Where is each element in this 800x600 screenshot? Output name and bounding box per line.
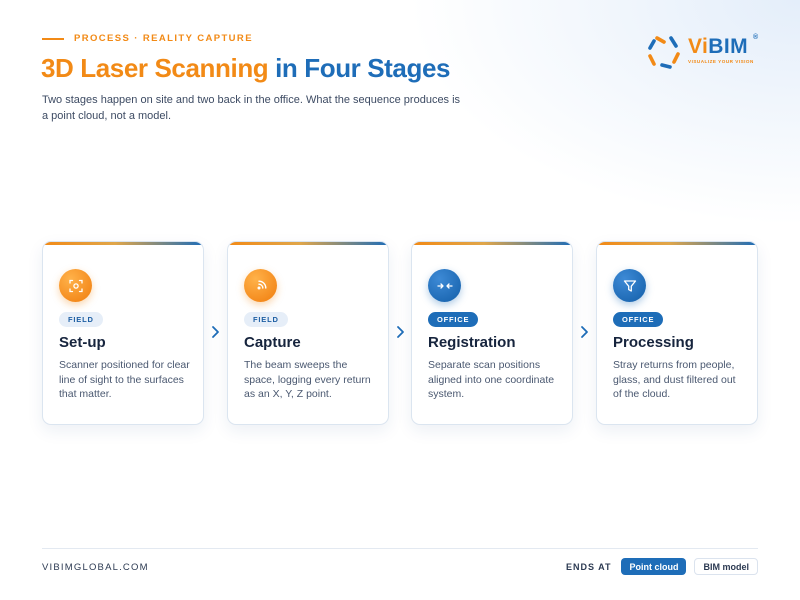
vibim-tagline: VISUALIZE YOUR VISION bbox=[688, 59, 754, 64]
page-title-rest: in Four Stages bbox=[268, 53, 451, 83]
eyebrow: PROCESS · REALITY CAPTURE bbox=[42, 33, 253, 44]
vibim-wordmark: ViBIM bbox=[688, 35, 748, 59]
point-cloud-pill: Point cloud bbox=[621, 558, 687, 575]
stage-card-capture: FIELD Capture The beam sweeps the space,… bbox=[227, 241, 389, 425]
card-accent-bar bbox=[597, 242, 757, 245]
chevron-right-icon bbox=[581, 326, 588, 338]
chevron-right-icon bbox=[212, 326, 219, 338]
vibim-wordmark-bim: BIM bbox=[708, 35, 748, 58]
footer-divider bbox=[42, 548, 758, 549]
footer-site-link[interactable]: VIBIMGLOBAL.COM bbox=[42, 562, 149, 573]
bim-model-pill: BIM model bbox=[694, 558, 758, 575]
stage-card-registration: OFFICE Registration Separate scan positi… bbox=[411, 241, 573, 425]
stage-badge: OFFICE bbox=[428, 312, 479, 327]
filter-funnel-icon bbox=[613, 269, 646, 302]
stage-title: Registration bbox=[428, 334, 516, 351]
chevron-right-icon bbox=[397, 326, 404, 338]
footer-ends-at: ENDS AT Point cloud BIM model bbox=[566, 558, 758, 575]
stage-description: Scanner positioned for clear line of sig… bbox=[59, 359, 190, 400]
page-title-accent: 3D Laser Scanning bbox=[41, 53, 269, 83]
vibim-logo: ViBIM ® VISUALIZE YOUR VISION bbox=[646, 34, 760, 70]
focus-frame-icon bbox=[59, 269, 92, 302]
vibim-wordmark-vi: Vi bbox=[688, 35, 709, 58]
stage-card-setup: FIELD Set-up Scanner positioned for clea… bbox=[42, 241, 204, 425]
stage-title: Set-up bbox=[59, 334, 106, 351]
ends-at-label: ENDS AT bbox=[565, 561, 612, 572]
stage-card-processing: OFFICE Processing Stray returns from peo… bbox=[596, 241, 758, 425]
merge-arrows-icon bbox=[428, 269, 461, 302]
vibim-logo-mark-icon bbox=[648, 36, 680, 69]
stage-badge: OFFICE bbox=[613, 312, 664, 327]
stage-description: Stray returns from people, glass, and du… bbox=[613, 359, 736, 400]
eyebrow-text: PROCESS · REALITY CAPTURE bbox=[74, 33, 253, 44]
page-title: 3D Laser Scanning in Four Stages bbox=[41, 53, 450, 84]
signal-beam-icon bbox=[244, 269, 277, 302]
eyebrow-rule bbox=[42, 37, 64, 40]
page-subtitle: Two stages happen on site and two back i… bbox=[42, 94, 461, 122]
stage-title: Capture bbox=[244, 334, 301, 351]
stage-badge: FIELD bbox=[59, 312, 103, 327]
stage-description: The beam sweeps the space, logging every… bbox=[244, 359, 371, 400]
stage-title: Processing bbox=[613, 334, 694, 351]
card-accent-bar bbox=[43, 242, 203, 245]
card-accent-bar bbox=[228, 242, 388, 245]
stage-description: Separate scan positions aligned into one… bbox=[428, 359, 555, 400]
card-accent-bar bbox=[412, 242, 572, 245]
stage-badge: FIELD bbox=[244, 312, 288, 327]
registered-mark: ® bbox=[753, 34, 759, 41]
